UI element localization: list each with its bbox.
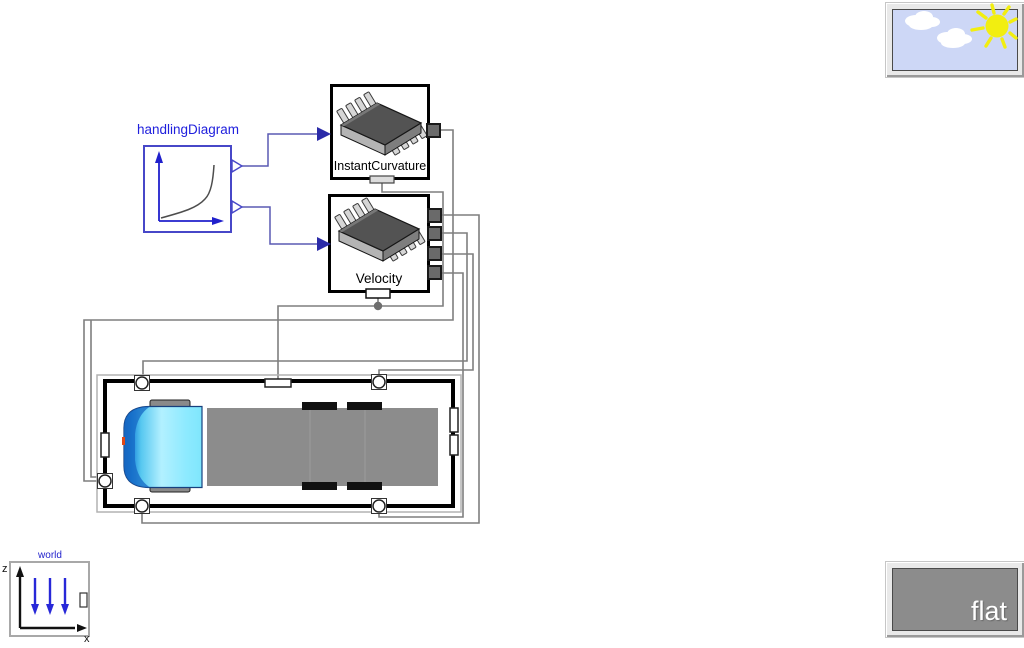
instant-curvature-label: InstantCurvature (333, 159, 427, 173)
input-arrow-icon[interactable] (317, 237, 331, 251)
wire-junction-dot[interactable] (373, 301, 383, 311)
velocity-out-port-4[interactable] (427, 265, 442, 280)
sun-and-clouds-icon (905, 3, 1018, 49)
world-frame-port[interactable] (79, 592, 88, 608)
port-group (426, 123, 442, 280)
cloud-icon (937, 28, 972, 48)
ground-flat-label: flat (970, 596, 1007, 626)
world-z-axis-label: z (2, 563, 8, 575)
wire-velocity-out3[interactable] (378, 253, 474, 377)
truck-circle-port[interactable] (134, 375, 150, 391)
velocity-out-port-3[interactable] (427, 246, 442, 261)
wire-instantcurvature-out[interactable] (83, 129, 454, 482)
wheel-icon (347, 482, 382, 490)
truck-circle-port[interactable] (134, 498, 150, 514)
wheel-icon (347, 402, 382, 410)
world-x-axis-label: x (84, 633, 90, 645)
wheel-icon (302, 402, 337, 410)
velocity-frame-port[interactable] (365, 288, 391, 299)
curve-plot-icon (155, 151, 224, 225)
wheel-icon (302, 482, 337, 490)
truck-circle-port[interactable] (371, 374, 387, 390)
world-label: world (38, 550, 62, 561)
velocity-out-port-2[interactable] (427, 226, 442, 241)
truck-top-view-icon (122, 399, 438, 493)
truck-rect-port[interactable] (449, 434, 459, 456)
wire-group (83, 129, 480, 524)
chip-icon (334, 197, 426, 262)
sun-icon (970, 3, 1018, 49)
truck-rect-port[interactable] (449, 407, 459, 433)
chip-icon (336, 91, 428, 156)
instantcurvature-frame-port[interactable] (369, 175, 395, 184)
handling-diagram-label: handlingDiagram (136, 122, 240, 137)
wire-instantcurvature-out-branch[interactable] (90, 320, 97, 478)
wire-instantcurvature-frame[interactable] (380, 183, 444, 307)
instantcurvature-out-port[interactable] (426, 123, 441, 138)
output-port-icon[interactable] (231, 199, 244, 215)
truck-circle-port[interactable] (97, 473, 113, 489)
ground-picture (892, 568, 1018, 631)
signal-wire-curvature[interactable] (242, 133, 317, 167)
velocity-out-port-1[interactable] (427, 208, 442, 223)
gravity-axes-icon (16, 566, 88, 632)
output-port-icon[interactable] (231, 158, 244, 174)
truck-rect-port[interactable] (264, 378, 292, 388)
signal-wire-group (231, 127, 331, 251)
wire-velocity-out2[interactable] (142, 232, 468, 376)
signal-wire-velocity[interactable] (242, 206, 317, 245)
truck-circle-port[interactable] (371, 498, 387, 514)
truck-port-group (97, 374, 459, 514)
wire-velocity-out1[interactable] (141, 214, 480, 524)
cloud-icon (905, 11, 940, 30)
wire-velocity-out4[interactable] (378, 272, 464, 518)
ground-block[interactable] (885, 561, 1024, 638)
truck-outline (96, 374, 462, 513)
wire-frame-to-truck[interactable] (277, 305, 378, 379)
velocity-label: Velocity (355, 271, 403, 286)
truck-rect-port[interactable] (100, 432, 110, 458)
input-arrow-icon[interactable] (317, 127, 331, 141)
